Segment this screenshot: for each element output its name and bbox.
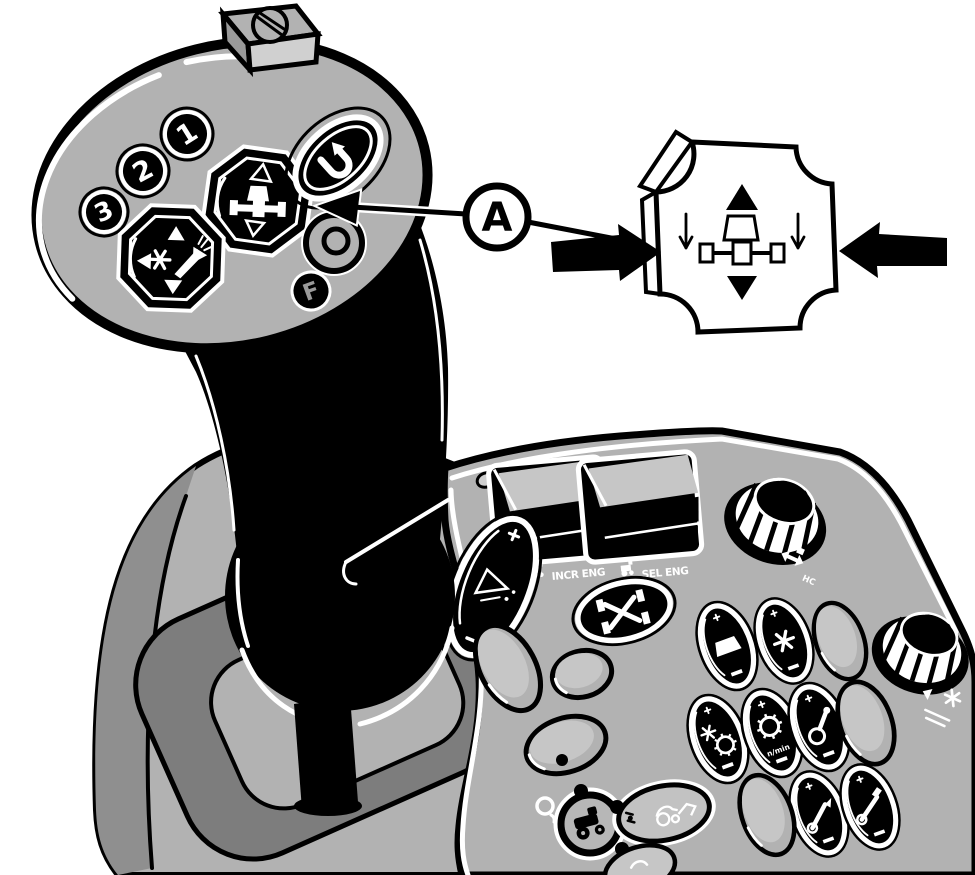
inset-hitch-icon xyxy=(698,214,786,266)
sel-eng-icon xyxy=(620,559,634,577)
callout-circle xyxy=(462,182,532,252)
hitch-limit-icon xyxy=(715,636,742,658)
shaft-highlight xyxy=(418,238,444,442)
incr-eng-label: INCR ENG xyxy=(551,566,605,583)
pto-engage-button[interactable] xyxy=(778,675,861,780)
hitch-knob-icon xyxy=(781,546,805,566)
drop-rate-button[interactable] xyxy=(426,500,560,674)
joystick[interactable]: 1 2 3 xyxy=(4,2,461,816)
link-button-2[interactable] xyxy=(830,756,910,857)
inset-top-facet xyxy=(636,129,695,195)
aux-knob-caption-icon xyxy=(922,686,965,728)
aux-rocker-button[interactable] xyxy=(116,203,226,313)
inset-lower-arrow-icon xyxy=(727,276,757,300)
memory-button-2[interactable]: 2 xyxy=(108,136,178,206)
link-button-1[interactable] xyxy=(779,763,859,864)
button-detail-inset[interactable] xyxy=(636,129,839,335)
hitch-limit-button[interactable] xyxy=(686,594,769,699)
left-arrow-icon xyxy=(136,253,152,270)
press-arrow-left xyxy=(551,224,661,281)
diff-lock-icon xyxy=(595,588,651,635)
scroll-wheel-icon xyxy=(321,226,351,256)
hitch-knob-caption: HC xyxy=(781,546,817,589)
joystick-boot xyxy=(225,481,455,711)
up-arrow-icon xyxy=(167,226,185,241)
partial-button[interactable] xyxy=(599,837,681,875)
head-accent-arc xyxy=(35,72,162,302)
panel-stud xyxy=(610,800,624,814)
tractor-implement-button[interactable] xyxy=(609,773,719,852)
plus-icon xyxy=(507,528,521,542)
inset-raise-arrow-icon xyxy=(726,184,758,210)
button-highlight xyxy=(215,176,227,218)
aux-knob-caption-marks xyxy=(924,708,951,728)
boot-seam xyxy=(344,498,450,564)
callout-leader: A xyxy=(311,182,671,254)
boot-rim xyxy=(357,625,455,727)
post-base xyxy=(294,796,362,816)
joystick-post xyxy=(294,696,358,810)
memory-button-3[interactable]: 3 xyxy=(72,180,135,243)
link-icon xyxy=(856,787,882,826)
boot-seam xyxy=(342,560,358,586)
callout-label: A xyxy=(482,195,513,241)
hitch-knob-label: HC xyxy=(800,574,816,589)
inset-lower-rate-arrows xyxy=(678,212,806,250)
roller-icon xyxy=(251,6,289,44)
tractor-outline-icon xyxy=(655,802,697,827)
boot-rim xyxy=(235,558,250,648)
raise-arrow-icon xyxy=(248,162,273,184)
blank-switch-position xyxy=(549,647,615,701)
down-arrow-icon xyxy=(164,279,183,295)
hitch-icon xyxy=(229,185,286,218)
shaft-highlight xyxy=(194,354,236,532)
memory-button-1[interactable]: 1 xyxy=(151,98,223,170)
panel-stud xyxy=(574,784,588,798)
fnr-button[interactable]: F xyxy=(287,267,336,316)
diff-lock-button[interactable] xyxy=(566,567,682,654)
sel-eng-label: SEL ENG xyxy=(641,565,689,581)
top-roller[interactable] xyxy=(218,3,323,78)
quick-raise-icon xyxy=(317,142,353,179)
link-icon xyxy=(806,797,832,834)
pto-speed-button[interactable]: n/min xyxy=(731,681,814,786)
sprayer-icon xyxy=(174,235,214,279)
blank-switch-position xyxy=(523,713,609,777)
small-black-icon xyxy=(624,811,636,824)
ring-icon xyxy=(535,796,556,824)
quick-raise-button[interactable] xyxy=(267,88,410,228)
pto-engage-icon xyxy=(808,706,831,746)
lower-arrow-icon xyxy=(244,218,267,238)
hitch-rocker-button[interactable] xyxy=(201,144,315,258)
drop-rate-icon xyxy=(473,567,516,602)
panel-stud xyxy=(556,754,568,766)
press-arrow-right xyxy=(839,222,947,278)
engine-rocker-sel[interactable] xyxy=(578,451,704,563)
tractor-4wd-icon xyxy=(573,806,605,840)
button-highlight xyxy=(128,237,138,279)
